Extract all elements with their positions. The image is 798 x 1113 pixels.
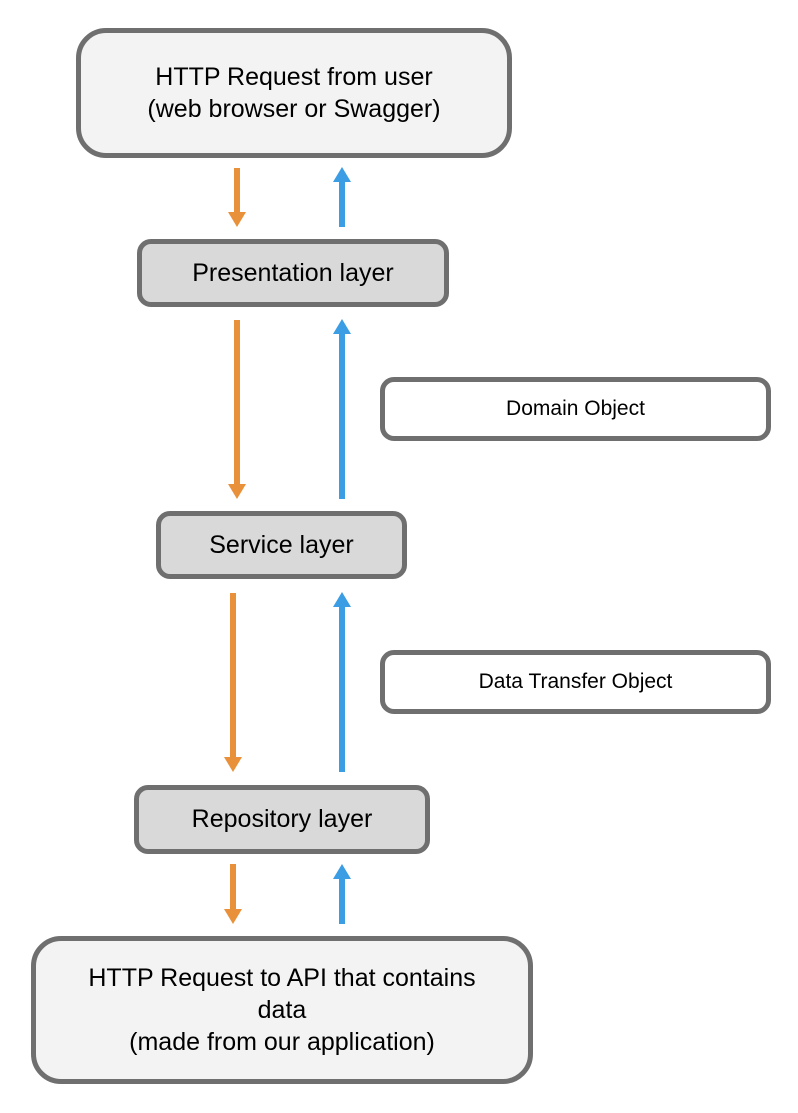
domain-object-label: Domain Object xyxy=(506,397,645,420)
request-arrow-4 xyxy=(224,864,242,924)
data-transfer-object-box: Data Transfer Object xyxy=(380,650,771,714)
presentation-layer-label: Presentation layer xyxy=(192,258,394,287)
response-arrow-4 xyxy=(333,864,351,924)
response-arrow-1 xyxy=(333,167,351,227)
http-request-from-user-line1: HTTP Request from user xyxy=(155,63,433,91)
service-layer-label: Service layer xyxy=(209,530,354,559)
http-request-to-api-line3: (made from our application) xyxy=(129,1028,435,1056)
response-arrow-3 xyxy=(333,592,351,772)
response-arrow-2 xyxy=(333,319,351,499)
request-arrow-3 xyxy=(224,593,242,772)
repository-layer-box: Repository layer xyxy=(134,785,430,854)
http-request-from-user-box: HTTP Request from user (web browser or S… xyxy=(76,28,512,158)
request-arrow-1 xyxy=(228,168,246,227)
repository-layer-label: Repository layer xyxy=(191,805,373,833)
presentation-layer-box: Presentation layer xyxy=(137,239,449,307)
http-request-to-api-line2: data xyxy=(257,996,307,1024)
service-layer-box: Service layer xyxy=(156,511,407,579)
http-request-to-api-box: HTTP Request to API that contains data (… xyxy=(31,936,533,1084)
domain-object-box: Domain Object xyxy=(380,377,771,441)
data-transfer-object-label: Data Transfer Object xyxy=(478,670,673,693)
http-request-from-user-line2: (web browser or Swagger) xyxy=(147,95,441,123)
request-arrow-2 xyxy=(228,320,246,499)
http-request-to-api-line1: HTTP Request to API that contains xyxy=(88,964,476,992)
